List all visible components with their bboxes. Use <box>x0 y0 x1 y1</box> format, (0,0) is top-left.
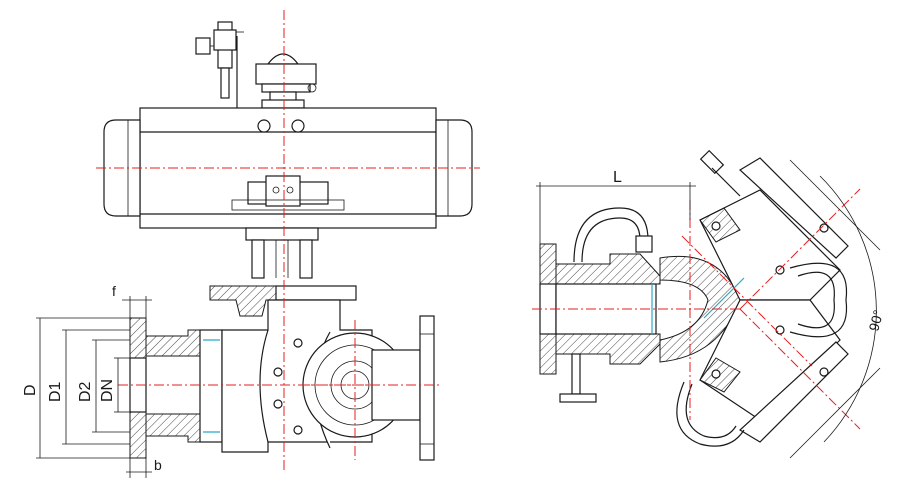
centerlines-right <box>532 188 861 430</box>
label-D2: D2 <box>77 381 94 402</box>
mounting-bracket <box>245 227 319 279</box>
limit-switch-box <box>255 53 317 109</box>
label-L: L <box>613 169 622 186</box>
centerlines-left <box>96 10 480 470</box>
valve-body-front <box>129 285 435 461</box>
valve-section-side <box>539 149 849 447</box>
label-b: b <box>154 457 162 473</box>
dimensions-right <box>536 159 881 459</box>
label-D1: D1 <box>47 381 64 402</box>
label-angle: 90° <box>865 308 886 333</box>
dimensions-left <box>36 296 152 478</box>
label-D: D <box>22 384 39 396</box>
actuator-assembly <box>103 21 473 279</box>
actuator-body <box>103 107 473 229</box>
filter-regulator <box>195 21 244 108</box>
label-f: f <box>112 283 116 299</box>
label-DN: DN <box>99 379 116 402</box>
